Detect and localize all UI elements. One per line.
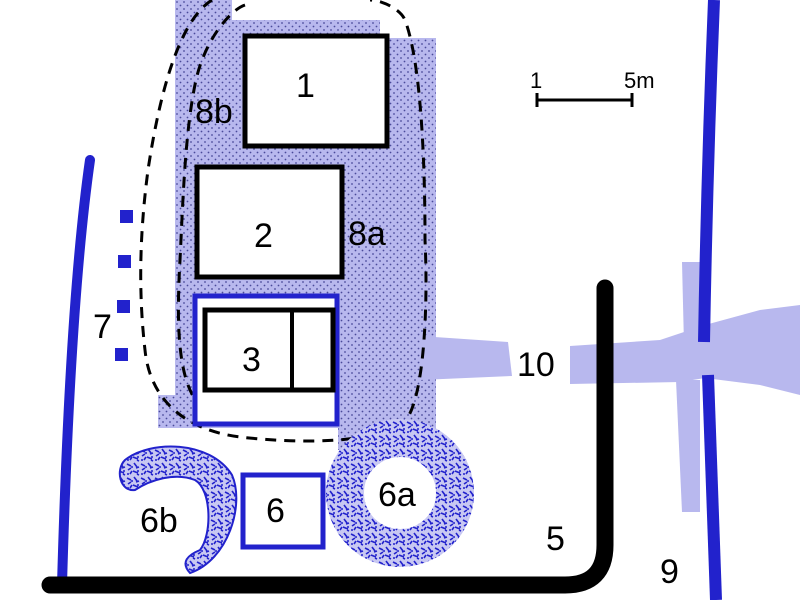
label-structure-1: 1: [296, 67, 315, 105]
post: [115, 348, 128, 361]
post: [117, 300, 130, 313]
channel-10-east: [570, 305, 800, 395]
scale-bar-right-label: 5m: [624, 68, 655, 93]
post: [120, 210, 133, 223]
channel-south-branch: [676, 380, 700, 512]
label-area-5: 5: [546, 520, 565, 558]
west-wall: [57, 155, 95, 590]
label-zone-8a: 8a: [348, 215, 386, 253]
channel-10: [420, 336, 512, 380]
label-ring-6a: 6a: [378, 476, 416, 514]
dashed-outline: [139, 0, 428, 443]
label-posts-7: 7: [93, 308, 112, 346]
east-wall-south: [702, 374, 722, 600]
structure-3: [202, 307, 336, 393]
label-structure-2: 2: [254, 217, 273, 255]
arc-6b: [118, 445, 238, 575]
label-channel-10: 10: [517, 346, 555, 384]
black-wall: [41, 279, 614, 594]
label-arc-6b: 6b: [140, 502, 178, 540]
ring-6a: [326, 419, 474, 567]
label-area-9: 9: [660, 553, 679, 591]
scale-bar-left-label: 1: [530, 68, 542, 93]
structure-1: [242, 33, 390, 149]
label-structure-3: 3: [242, 341, 261, 379]
label-structure-6: 6: [266, 492, 285, 530]
channel-north-branch: [682, 262, 702, 345]
structure-6: [240, 472, 326, 550]
post: [118, 255, 131, 268]
ring-6a-inner: [365, 458, 435, 528]
east-wall-north: [698, 0, 720, 343]
label-zone-8b: 8b: [195, 93, 233, 131]
structure-2: [194, 164, 345, 280]
